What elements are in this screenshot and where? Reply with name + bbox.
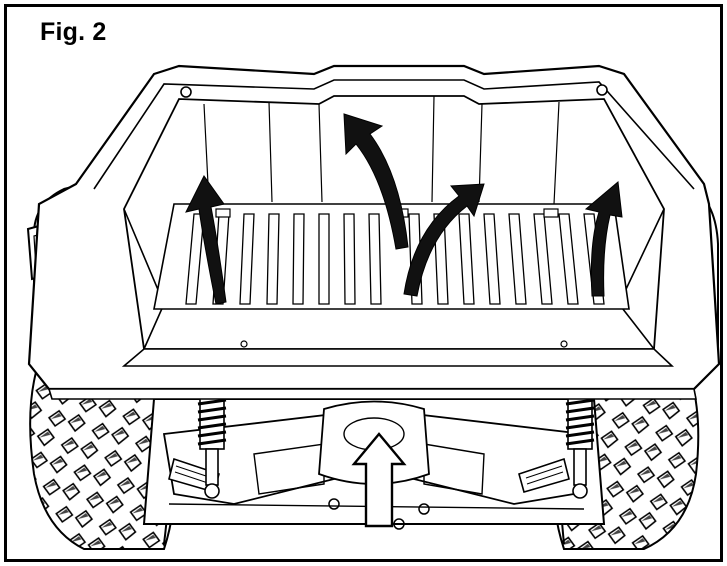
lift-arrow-icon (403, 183, 485, 297)
push-up-arrow-icon (351, 432, 407, 528)
figure-label: Fig. 2 (36, 14, 115, 53)
figure-frame (4, 4, 723, 562)
lift-arrow-icon (343, 113, 409, 250)
atv-cargo-bed-illustration (4, 4, 723, 562)
lift-arrow-icon (584, 181, 623, 297)
lift-arrow-icon (185, 175, 227, 305)
lift-arrows (185, 113, 623, 305)
cargo-bed-icon (27, 64, 721, 400)
